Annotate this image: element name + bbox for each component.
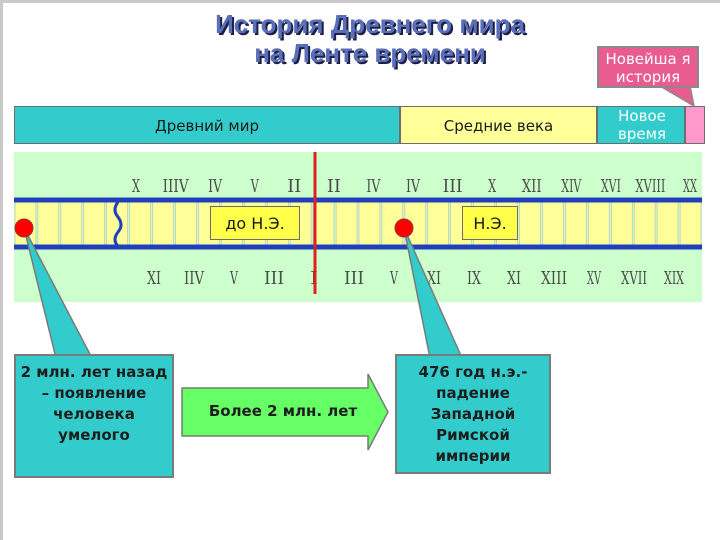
bottom-numeral: XIX bbox=[664, 268, 684, 289]
human-marker-dot bbox=[14, 218, 34, 238]
top-numeral: II bbox=[327, 176, 341, 197]
top-numeral: IV bbox=[406, 176, 421, 197]
top-numeral: XIV bbox=[561, 176, 582, 197]
top-numeral: V bbox=[250, 176, 259, 197]
era-ancient-label: Древний мир bbox=[155, 117, 259, 135]
top-numeral: X bbox=[132, 176, 140, 197]
top-numeral: IV bbox=[366, 176, 381, 197]
duration-arrow-label: Более 2 млн. лет bbox=[208, 402, 358, 420]
bottom-numeral: V bbox=[229, 268, 238, 289]
era-modern-label: Новое время bbox=[618, 107, 666, 143]
bottom-numeral: XV bbox=[587, 268, 602, 289]
bottom-numeral: XI bbox=[507, 268, 521, 289]
badge-ad: Н.Э. bbox=[462, 206, 518, 240]
bottom-numeral: III bbox=[264, 268, 284, 289]
human-pointer bbox=[23, 227, 94, 359]
bottom-numeral: IX bbox=[467, 268, 481, 289]
frame-left-edge bbox=[0, 0, 3, 540]
era-ancient: Древний мир bbox=[14, 106, 400, 144]
era-middle-ages: Средние века bbox=[400, 106, 597, 144]
bottom-numerals: XIIIVVIIIIIIIVXIIXXIXIIIXVXVIIXIX bbox=[147, 268, 684, 289]
top-numeral: IIIV bbox=[163, 176, 190, 197]
human-appearance-box: 2 млн. лет назад – появление человека ум… bbox=[14, 354, 174, 478]
bottom-numeral: III bbox=[344, 268, 364, 289]
era-newest bbox=[685, 106, 705, 144]
bottom-numeral: XVII bbox=[621, 268, 647, 289]
newest-history-callout: Новейша я история bbox=[597, 46, 699, 88]
bottom-numeral: XIII bbox=[541, 268, 567, 289]
bottom-numeral: V bbox=[389, 268, 398, 289]
duration-arrow-shape bbox=[181, 373, 389, 451]
era-middle-ages-label: Средние века bbox=[443, 117, 554, 135]
rome-fall-box: 476 год н.э.- падение Западной Римской и… bbox=[395, 354, 551, 474]
top-numeral: XVIII bbox=[635, 176, 665, 197]
tape-background bbox=[14, 152, 702, 302]
top-numeral: III bbox=[443, 176, 463, 197]
top-numeral: IV bbox=[208, 176, 223, 197]
badge-bc: до Н.Э. bbox=[210, 206, 300, 240]
human-appearance-text: 2 млн. лет назад – появление человека ум… bbox=[20, 363, 168, 444]
rome-pointer bbox=[403, 227, 464, 359]
top-numeral: X bbox=[488, 176, 496, 197]
top-numeral: II bbox=[287, 176, 301, 197]
top-numeral: XVI bbox=[601, 176, 621, 197]
top-numeral: XX bbox=[683, 176, 697, 197]
rome-marker-dot bbox=[394, 218, 414, 238]
bottom-numeral: XI bbox=[147, 268, 161, 289]
tape-break-mark bbox=[113, 201, 123, 248]
rome-fall-text: 476 год н.э.- падение Западной Римской и… bbox=[418, 363, 528, 465]
title-line-2: на Ленте времени bbox=[254, 38, 486, 68]
frame-top-edge bbox=[0, 0, 720, 3]
bottom-numeral: XI bbox=[427, 268, 441, 289]
page-title: История Древнего мира на Ленте времени bbox=[150, 10, 590, 68]
top-numeral: XII bbox=[522, 176, 542, 197]
bottom-numeral: IIV bbox=[184, 268, 205, 289]
era-modern bbox=[597, 106, 685, 144]
title-line-1: История Древнего мира bbox=[215, 9, 525, 39]
